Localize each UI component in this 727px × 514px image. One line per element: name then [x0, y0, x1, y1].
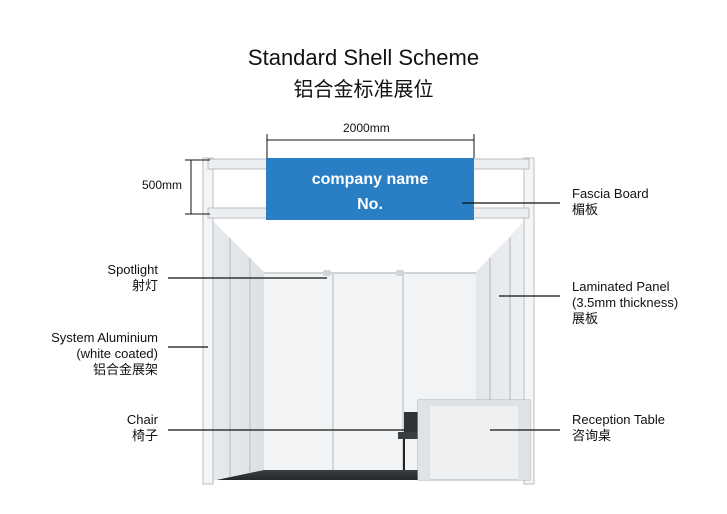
chair-label: Chair 椅子	[127, 412, 158, 444]
front-post-right	[523, 157, 535, 485]
reception-table-cn: 咨询桌	[572, 428, 612, 443]
chair-cn: 椅子	[131, 428, 158, 443]
spotlight-right	[396, 270, 404, 276]
laminated-panel-thickness: (3.5mm thickness)	[572, 295, 679, 310]
chair-en: Chair	[126, 412, 158, 427]
fascia-number: No.	[357, 196, 383, 213]
reception-table-label: Reception Table 咨询桌	[572, 412, 665, 444]
width-dimension	[266, 134, 475, 158]
spotlight-left	[323, 270, 331, 276]
reception-table-en: Reception Table	[572, 412, 665, 427]
diagram-title: Standard Shell Scheme	[247, 45, 480, 70]
left-side-wall	[207, 215, 264, 482]
system-aluminium-cn: 铝合金展架	[92, 362, 158, 377]
spotlight-label: Spotlight 射灯	[107, 262, 158, 294]
width-dimension-label: 2000mm	[343, 121, 390, 135]
system-aluminium-coating: (white coated)	[76, 346, 158, 361]
reception-table	[417, 399, 531, 481]
fascia-company-name: company name	[311, 171, 429, 188]
height-dimension	[185, 159, 210, 215]
laminated-panel-cn: 展板	[572, 311, 599, 326]
system-aluminium-en: System Aluminium	[51, 330, 158, 345]
front-post-left	[202, 157, 214, 485]
height-dimension-label: 500mm	[142, 178, 183, 192]
laminated-panel-label: Laminated Panel (3.5mm thickness) 展板	[572, 279, 678, 327]
system-aluminium-label: System Aluminium (white coated) 铝合金展架	[51, 330, 158, 378]
fascia-board-label: Fascia Board 楣板	[572, 186, 649, 218]
diagram-subtitle: 铝合金标准展位	[293, 77, 434, 101]
fascia-board-cn: 楣板	[572, 202, 599, 217]
spotlight-en: Spotlight	[107, 262, 158, 277]
fascia-board	[266, 158, 474, 220]
spotlight-cn: 射灯	[131, 278, 158, 293]
laminated-panel-en: Laminated Panel	[572, 279, 670, 294]
fascia-board-en: Fascia Board	[572, 186, 649, 201]
